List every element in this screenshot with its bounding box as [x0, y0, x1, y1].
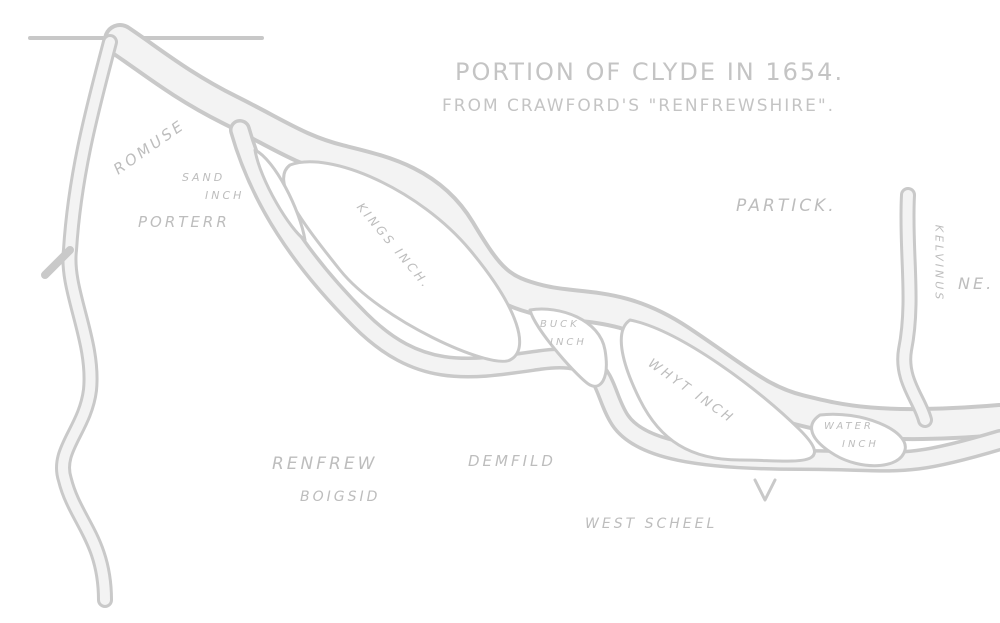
- label-buck-inch-2: INCH: [550, 337, 587, 348]
- label-water-inch-1: WATER: [824, 421, 874, 432]
- water-inch-island: [810, 412, 907, 468]
- label-sand-inch-2: INCH: [205, 189, 245, 202]
- label-demfild: DEMFILD: [468, 452, 556, 470]
- river-notch: [753, 478, 777, 502]
- map-subtitle: FROM CRAWFORD'S "RENFREWSHIRE".: [442, 96, 836, 116]
- label-west-scheel: WEST SCHEEL: [585, 516, 718, 532]
- label-water-inch-2: INCH: [842, 439, 879, 450]
- label-renfrew: RENFREW: [272, 454, 378, 474]
- buck-inch-island: [528, 307, 608, 388]
- label-sand-inch-1: SAND: [182, 171, 226, 184]
- label-buck-inch-1: BUCK: [540, 319, 580, 330]
- river-kelvin: [896, 187, 933, 428]
- label-porterr: PORTERR: [138, 213, 230, 231]
- sand-inch-island: [253, 148, 307, 242]
- label-ne: NE.: [958, 274, 995, 293]
- river-islands: [253, 148, 907, 468]
- whyt-inch-island: [619, 318, 816, 463]
- label-partick: PARTICK.: [736, 196, 837, 216]
- river-tributary-west: [41, 34, 118, 608]
- label-boigsid: BOIGSID: [300, 489, 381, 505]
- map-title: PORTION OF CLYDE IN 1654.: [455, 58, 845, 86]
- kings-inch-island: [282, 160, 522, 363]
- label-kelvinus: KELVINUS: [932, 224, 946, 303]
